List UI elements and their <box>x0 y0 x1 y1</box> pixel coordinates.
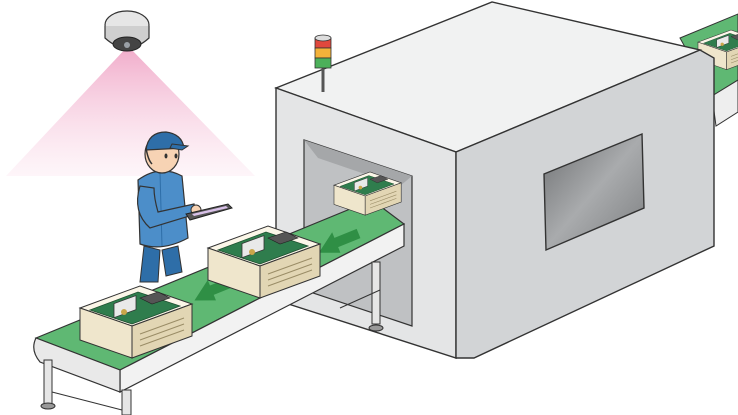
worker <box>137 131 233 283</box>
stack-light <box>314 34 332 92</box>
flow-arrow <box>318 228 361 253</box>
machine-window <box>543 132 645 252</box>
camera-view-cone <box>6 46 255 176</box>
ceiling-camera <box>104 10 150 52</box>
inspection-machine <box>274 1 715 359</box>
